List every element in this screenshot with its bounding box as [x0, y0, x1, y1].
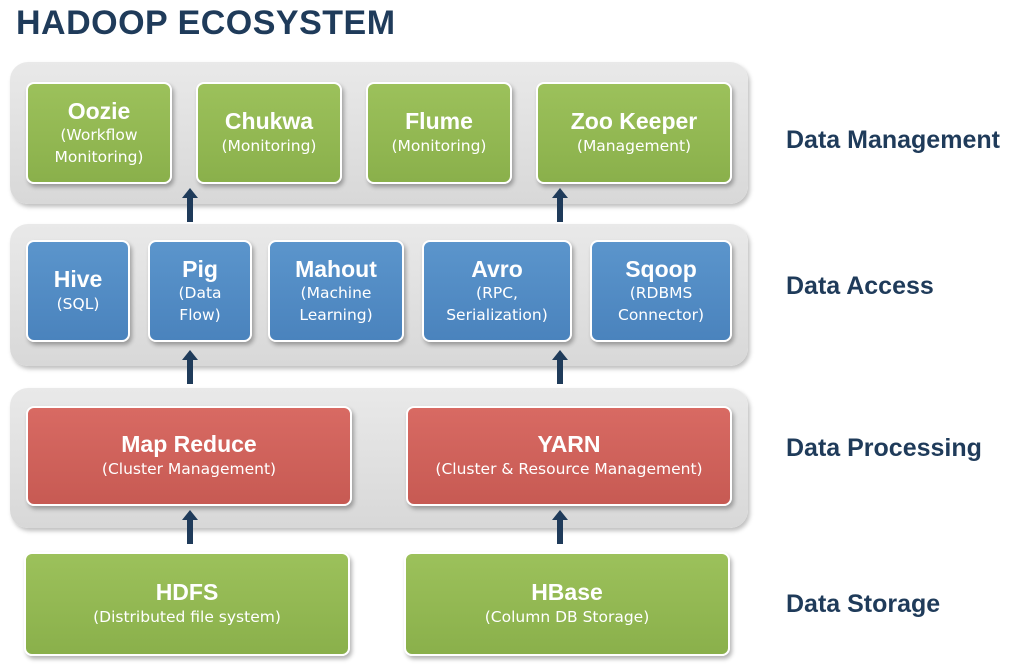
- box-name: HBase: [531, 579, 603, 606]
- box-name: Avro: [471, 255, 523, 282]
- box-hbase: HBase (Column DB Storage): [404, 552, 730, 656]
- box-mahout: Mahout (Machine Learning): [268, 240, 404, 342]
- box-yarn: YARN (Cluster & Resource Management): [406, 406, 732, 506]
- box-hdfs: HDFS (Distributed file system): [24, 552, 350, 656]
- box-oozie: Oozie (Workflow Monitoring): [26, 82, 172, 184]
- box-subtitle: (Column DB Storage): [484, 607, 650, 626]
- layer-label-data-storage: Data Storage: [786, 590, 941, 618]
- box-chukwa: Chukwa (Monitoring): [196, 82, 342, 184]
- box-name: Zoo Keeper: [570, 108, 698, 135]
- box-name: Oozie: [67, 97, 131, 124]
- box-subtitle: (Management): [576, 136, 692, 155]
- box-subtitle: (RPC, Serialization): [446, 284, 548, 324]
- arrow-up-icon: [552, 510, 568, 544]
- layer-label-data-access: Data Access: [786, 272, 934, 300]
- box-name: Hive: [53, 266, 103, 293]
- box-subtitle: (Cluster Management): [101, 459, 277, 478]
- box-sqoop: Sqoop (RDBMS Connector): [590, 240, 732, 342]
- layer-label-data-processing: Data Processing: [786, 434, 982, 462]
- box-subtitle: (Cluster & Resource Management): [435, 459, 703, 478]
- box-pig: Pig (Data Flow): [148, 240, 252, 342]
- box-subtitle: (Monitoring): [391, 136, 487, 155]
- box-name: Flume: [405, 108, 473, 135]
- box-subtitle: (Distributed file system): [93, 607, 281, 626]
- box-subtitle: (Machine Learning): [299, 284, 373, 324]
- box-name: YARN: [537, 431, 601, 458]
- arrow-up-icon: [552, 350, 568, 384]
- arrow-up-icon: [182, 350, 198, 384]
- box-mapreduce: Map Reduce (Cluster Management): [26, 406, 352, 506]
- arrow-up-icon: [552, 188, 568, 222]
- page-title: HADOOP ECOSYSTEM: [16, 4, 396, 42]
- box-name: Chukwa: [224, 108, 314, 135]
- box-flume: Flume (Monitoring): [366, 82, 512, 184]
- box-name: Pig: [182, 255, 218, 282]
- box-avro: Avro (RPC, Serialization): [422, 240, 572, 342]
- box-subtitle: (Workflow Monitoring): [54, 126, 144, 166]
- box-subtitle: (Monitoring): [221, 136, 317, 155]
- box-name: Sqoop: [625, 255, 697, 282]
- box-subtitle: (SQL): [56, 294, 100, 313]
- box-name: Mahout: [295, 255, 377, 282]
- box-subtitle: (RDBMS Connector): [618, 284, 704, 324]
- box-zookeeper: Zoo Keeper (Management): [536, 82, 732, 184]
- box-subtitle: (Data Flow): [178, 284, 222, 324]
- layer-label-data-management: Data Management: [786, 126, 1000, 154]
- arrow-up-icon: [182, 188, 198, 222]
- box-hive: Hive (SQL): [26, 240, 130, 342]
- arrow-up-icon: [182, 510, 198, 544]
- box-name: HDFS: [155, 579, 219, 606]
- box-name: Map Reduce: [121, 431, 257, 458]
